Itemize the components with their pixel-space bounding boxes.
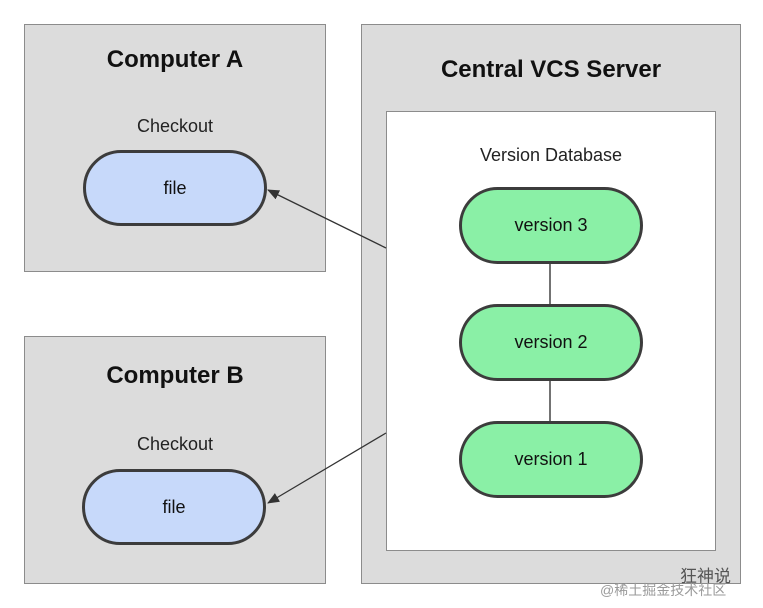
computer-b-file-label: file <box>162 496 186 517</box>
computer-a-checkout-label: Checkout <box>136 116 214 136</box>
computer-a-file-label: file <box>163 177 187 198</box>
computer-b-title: Computer B <box>106 362 244 389</box>
version-2-label: version 2 <box>514 332 588 352</box>
version-2-node: version 2 <box>459 304 643 381</box>
server-title: Central VCS Server <box>440 56 662 83</box>
watermark-line2: @稀土掘金技术社区 <box>600 582 727 598</box>
version-database-label: Version Database <box>479 145 623 165</box>
computer-b-file-node: file <box>82 469 266 545</box>
computer-a-panel <box>24 24 326 272</box>
arrow-to-computer-a <box>267 189 387 249</box>
watermark-line1: 狂神说 <box>680 567 731 586</box>
computer-b-checkout-label: Checkout <box>136 434 214 454</box>
computer-a-title: Computer A <box>106 46 244 73</box>
version-3-label: version 3 <box>514 215 588 235</box>
version-3-node: version 3 <box>459 187 643 264</box>
version-1-node: version 1 <box>459 421 643 498</box>
version-1-label: version 1 <box>514 449 588 469</box>
computer-a-file-node: file <box>83 150 267 226</box>
arrow-to-computer-b <box>267 432 387 504</box>
